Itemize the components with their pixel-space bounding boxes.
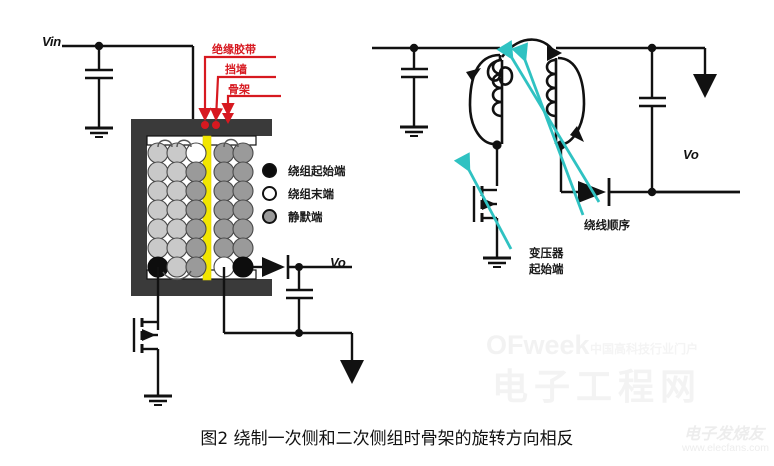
callout-label-barrier-wall: 挡墙	[225, 63, 247, 76]
secondary-winding-turns	[213, 138, 254, 278]
right-output-rectifier	[556, 43, 740, 206]
watermark-ofweek-subtitle: 中国高科技行业门户	[590, 342, 699, 356]
transformer-symbol	[466, 38, 586, 150]
watermark-logo-cn: 电子发烧友	[684, 424, 765, 443]
callout-leaders	[198, 55, 281, 122]
callout-label-insulation-tape: 绝缘胶带	[212, 43, 256, 56]
figure-caption: 图2 绕制一次侧和二次侧组时骨架的旋转方向相反	[200, 429, 574, 449]
legend-swatch-winding-end	[262, 186, 277, 201]
callout-label-bobbin: 骨架	[228, 83, 250, 96]
legend-label-winding-start: 绕组起始端	[288, 164, 346, 178]
legend-swatch-quiet-end	[262, 209, 277, 224]
left-vo-label: Vo	[330, 255, 346, 270]
watermark-cn-site: 电子工程网	[492, 367, 703, 408]
watermark-ofweek: OFweek	[486, 330, 590, 360]
left-output-rectifier	[253, 255, 364, 384]
winding-order-arrows	[453, 40, 601, 250]
left-primary-mosfet	[132, 318, 172, 406]
right-input-network	[372, 43, 500, 137]
callout-arrowheads	[201, 113, 234, 129]
legend-label-winding-end: 绕组末端	[288, 187, 334, 201]
annotation-transformer-start-line1: 变压器	[529, 246, 564, 260]
watermark-logo-url: www.elecfans.com	[682, 442, 769, 454]
primary-winding-turns	[147, 139, 207, 281]
annotation-transformer-start-line2: 起始端	[529, 262, 564, 276]
bobbin-lead-wires	[156, 267, 299, 335]
right-primary-mosfet	[472, 145, 511, 268]
vin-label: Vin	[42, 34, 61, 49]
right-vo-label: Vo	[683, 147, 699, 162]
left-input-network	[62, 41, 195, 138]
annotation-winding-order: 绕线顺序	[584, 218, 630, 232]
legend-label-quiet-end: 静默端	[288, 210, 323, 224]
legend-swatch-winding-start	[262, 163, 277, 178]
